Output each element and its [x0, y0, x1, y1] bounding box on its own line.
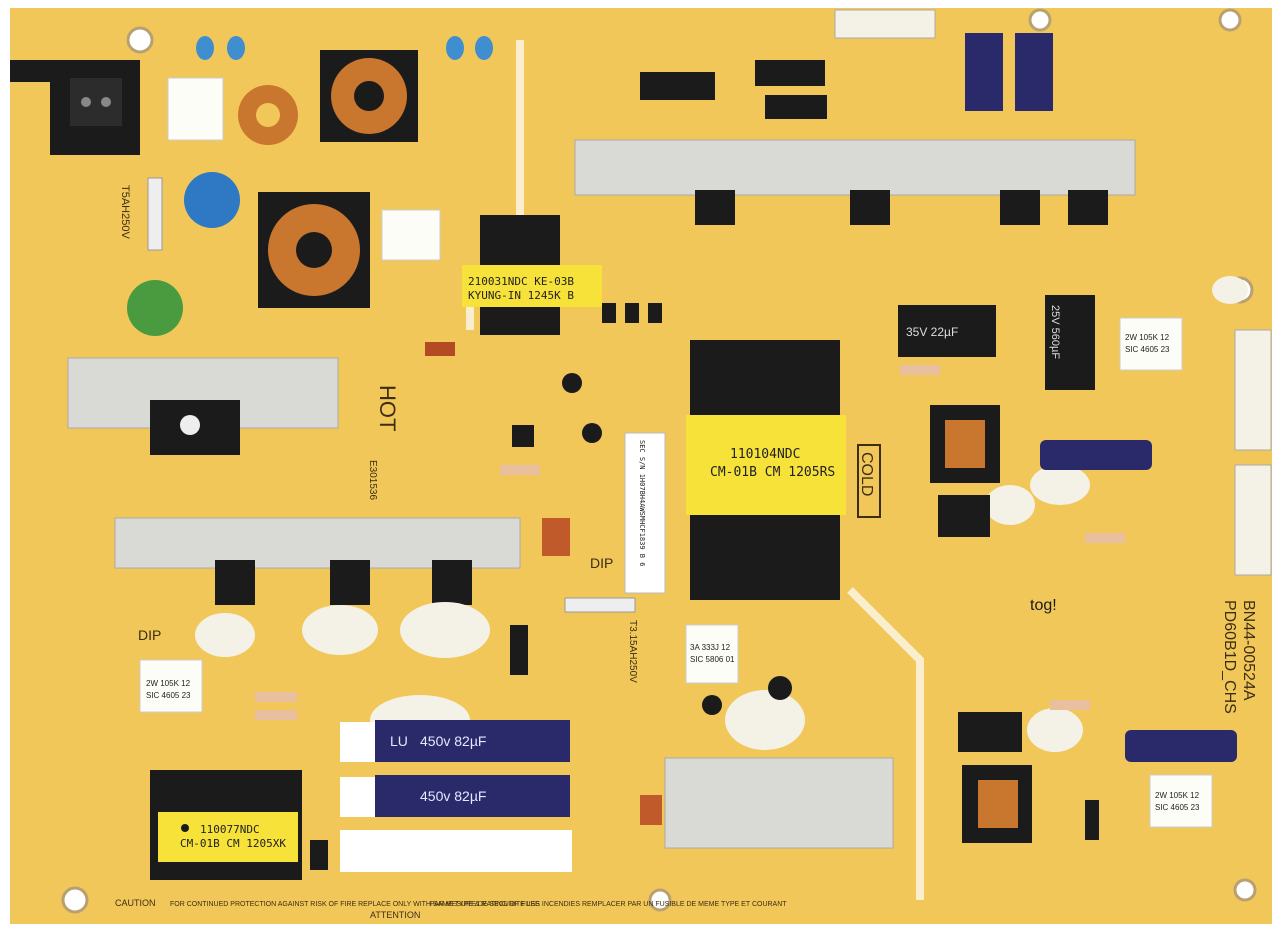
- fuse-1: [147, 177, 163, 251]
- ac-inlet: [10, 60, 140, 155]
- standby-transformer-line1: 110077NDC: [200, 823, 260, 836]
- glue-blobs: [195, 276, 1248, 752]
- dip-label-right: DIP: [590, 555, 613, 571]
- standby-transformer: 110077NDC CM-01B CM 1205XK: [150, 770, 302, 880]
- dip-label-left: DIP: [138, 627, 161, 643]
- fuse1-label: T5AH250V: [119, 185, 131, 239]
- model-line1: PD60B1D_CHS: [1221, 600, 1238, 714]
- caution-text: FOR CONTINUED PROTECTION AGAINST RISK OF…: [170, 901, 540, 908]
- ceramic-capacitor: [475, 36, 493, 60]
- r2-line2: SIC 4605 23: [146, 691, 191, 700]
- small-components: [255, 342, 1125, 870]
- capacitor-blue: [1040, 440, 1152, 470]
- bulk-cap-label-2: 450v 82µF: [420, 788, 486, 804]
- varistor: [184, 172, 240, 228]
- r4-line2: SIC 5806 01: [690, 655, 735, 664]
- main-transformer-line1: 110104NDC: [730, 447, 800, 462]
- toroid-inductor-1: [238, 85, 298, 145]
- cap-35v-label: 35V 22µF: [906, 325, 958, 339]
- x-capacitor-1: [167, 77, 224, 141]
- r2-line1: 2W 105K 12: [146, 679, 191, 688]
- fuse-2: [564, 597, 636, 613]
- isolation-slot-2: [847, 587, 924, 900]
- power-resistor-3: 2W 105K 12 SIC 4605 23: [1149, 774, 1213, 828]
- r4-line1: 3A 333J 12: [690, 643, 731, 652]
- ceramic-capacitor: [227, 36, 245, 60]
- ceramic-capacitor: [446, 36, 464, 60]
- serial-tag: tog!: [1030, 597, 1057, 614]
- standby-transformer-line2: CM-01B CM 1205XK: [180, 837, 286, 850]
- common-mode-choke-2: [258, 192, 370, 308]
- cold-box: [857, 444, 881, 518]
- thermistor: [127, 280, 183, 336]
- caution-title: CAUTION: [115, 898, 156, 908]
- capacitor-blue-2: [1125, 730, 1237, 762]
- main-transformer-line2: CM-01B CM 1205RS: [710, 465, 835, 480]
- hot-label: HOT: [375, 385, 400, 431]
- r1-line2: SIC 4605 23: [1125, 345, 1170, 354]
- header-pins: [602, 303, 662, 323]
- model-line2: BN44-00524A: [1240, 600, 1257, 701]
- small-transformer-line1: 210031NDC KE-03B: [468, 275, 574, 288]
- transistor-right-2: [958, 712, 1022, 752]
- output-inductor-2: [962, 765, 1032, 843]
- serial-sticker: [624, 432, 666, 594]
- main-transformer: 110104NDC CM-01B CM 1205RS: [686, 340, 846, 600]
- output-connector-2: [1234, 464, 1272, 576]
- heatsink-primary: [67, 357, 339, 455]
- ceramic-capacitor: [196, 36, 214, 60]
- electrolytic-caps-top: [640, 33, 1053, 119]
- fuse2-label: T3.15AH250V: [627, 620, 638, 683]
- small-transformer-line2: KYUNG-IN 1245K B: [468, 289, 574, 302]
- capacitor-25v: 25V 560µF: [1045, 295, 1095, 390]
- heatsink-pfc: [114, 517, 521, 605]
- power-resistor-4: 3A 333J 12 SIC 5806 01: [685, 624, 739, 684]
- small-transformer: 210031NDC KE-03B KYUNG-IN 1245K B: [462, 215, 602, 335]
- r3-line2: SIC 4605 23: [1155, 803, 1200, 812]
- cap-25v-label: 25V 560µF: [1049, 305, 1061, 359]
- r3-line1: 2W 105K 12: [1155, 791, 1200, 800]
- bulk-cap-label-1: 450v 82µF: [420, 733, 486, 749]
- bulk-cap-brand: LU: [390, 733, 408, 749]
- output-inductor-1: [930, 405, 1000, 483]
- capacitor-35v: 35V 22µF: [898, 305, 996, 357]
- x-capacitor-2: [381, 209, 441, 261]
- heatsink-bottom: [664, 757, 894, 849]
- attention-title: ATTENTION: [370, 910, 420, 920]
- ul-mark: E301536: [367, 460, 378, 500]
- connector-top: [834, 9, 936, 39]
- r1-line1: 2W 105K 12: [1125, 333, 1170, 342]
- transistor-right: [938, 495, 990, 537]
- attention-text: PAR MESURE DE SECURITE LES INCENDIES REM…: [430, 901, 787, 908]
- serial-sticker-text: SEC S/N 1H07BH4AWSMHCF1839 B 6: [638, 440, 646, 566]
- power-resistor-2: 2W 105K 12 SIC 4605 23: [139, 659, 203, 713]
- heatsink-secondary: [574, 139, 1136, 225]
- common-mode-choke-1: [320, 50, 418, 142]
- output-connector-1: [1234, 329, 1272, 451]
- bulk-capacitors: 450v 82µF 450v 82µF LU: [340, 720, 572, 872]
- cold-label: COLD: [858, 452, 875, 496]
- power-resistor-1: 2W 105K 12 SIC 4605 23: [1119, 317, 1183, 371]
